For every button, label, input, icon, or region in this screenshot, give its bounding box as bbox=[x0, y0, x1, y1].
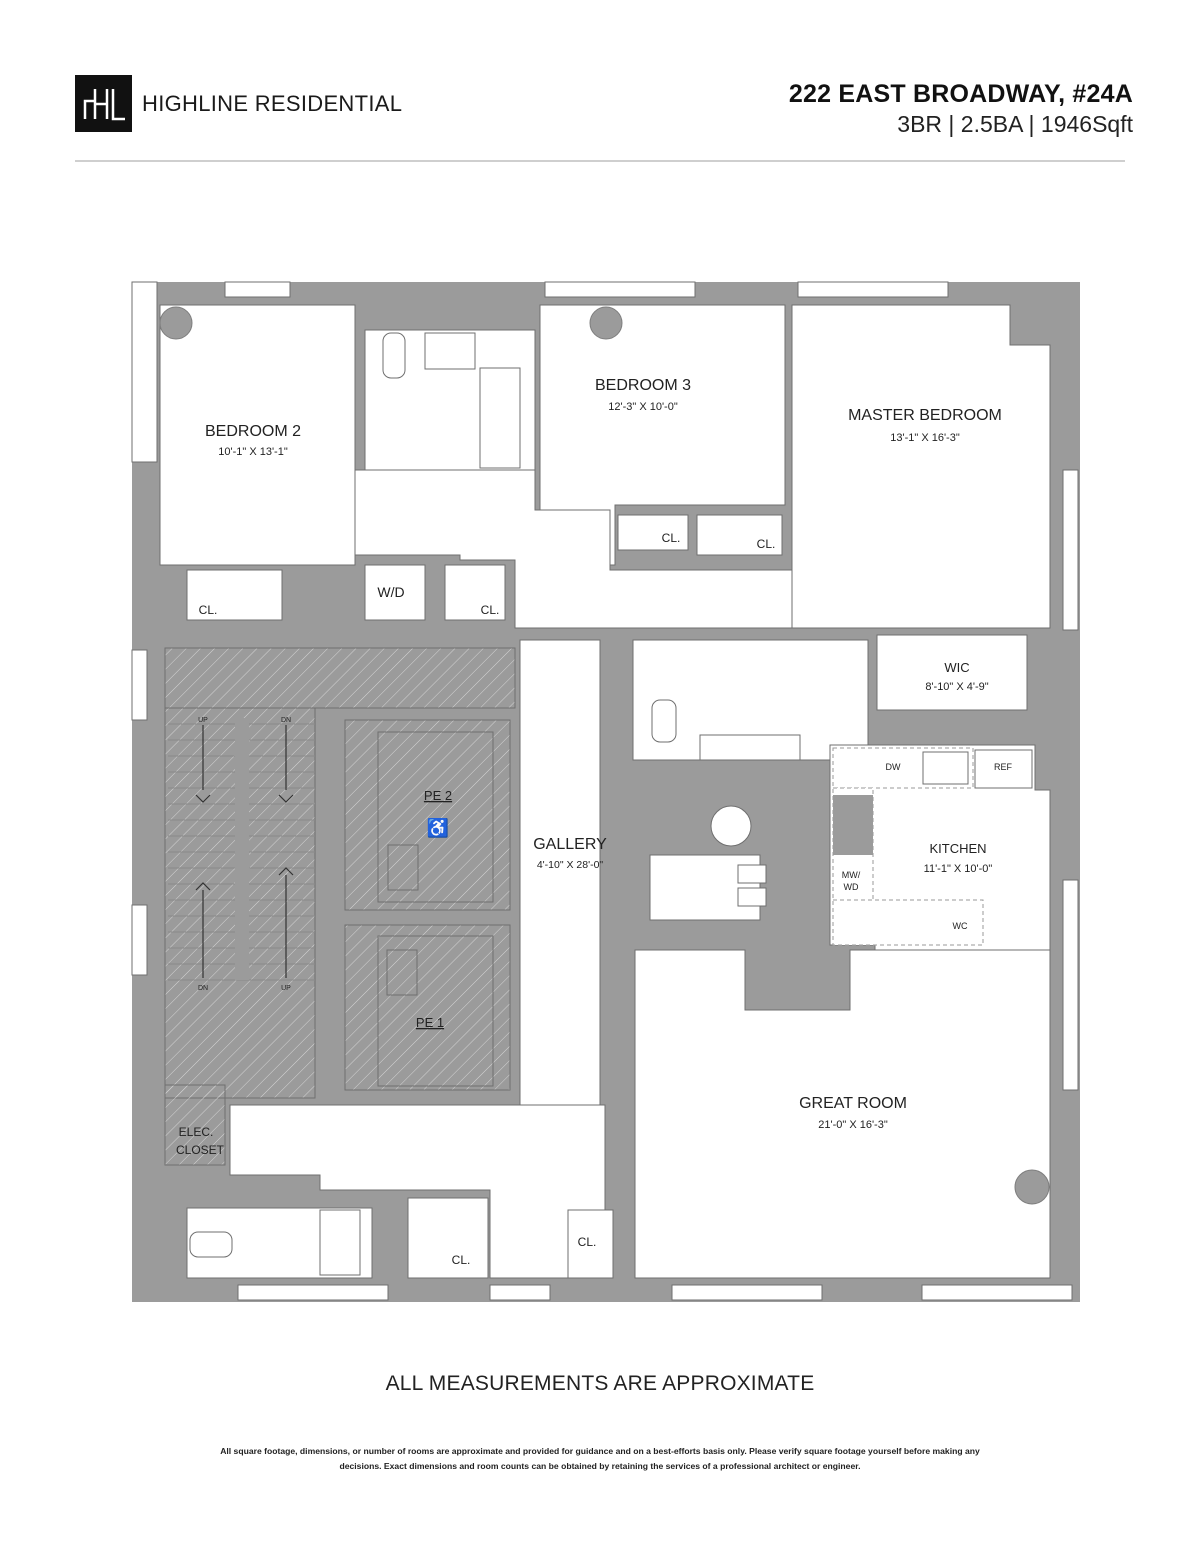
refrigerator bbox=[974, 749, 1033, 789]
walk-in-closet bbox=[876, 634, 1028, 711]
label-pe1: PE 1 bbox=[416, 1015, 444, 1030]
closet-corridor bbox=[444, 564, 506, 621]
label-great-room: GREAT ROOM bbox=[799, 1095, 907, 1112]
logo-mark bbox=[75, 75, 132, 132]
dims-master-bedroom: 13'-1" X 16'-3" bbox=[890, 432, 960, 444]
electrical-closet bbox=[164, 1084, 226, 1166]
dims-kitchen: 11'-1" X 10'-0" bbox=[924, 863, 993, 875]
label-wd: W/D bbox=[377, 584, 404, 600]
stair-divider bbox=[235, 718, 249, 980]
label-elec-closet-2: CLOSET bbox=[176, 1143, 225, 1157]
wheelchair-accessible-icon: ♿ bbox=[427, 817, 449, 838]
stair-arrows bbox=[195, 725, 294, 978]
label-closet-corridor: CL. bbox=[481, 603, 500, 617]
listing-summary: 3BR | 2.5BA | 1946Sqft bbox=[897, 111, 1133, 137]
closet-bedroom-3 bbox=[617, 514, 689, 551]
label-bedroom-3: BEDROOM 3 bbox=[595, 377, 691, 394]
entry-corridor bbox=[229, 1104, 606, 1279]
washer-dryer-closet bbox=[364, 564, 426, 621]
elevator-pe1 bbox=[344, 924, 511, 1091]
label-stair-up-2: UP bbox=[281, 985, 291, 992]
label-mw-wd-2: WD bbox=[844, 882, 859, 892]
label-wine-cooler: WC bbox=[953, 921, 968, 931]
label-closet-entry: CL. bbox=[452, 1253, 471, 1267]
label-stair-down: DN bbox=[281, 717, 291, 724]
label-bedroom-2: BEDROOM 2 bbox=[205, 423, 301, 440]
label-elec-closet-1: ELEC. bbox=[179, 1125, 214, 1139]
closet-great-room bbox=[567, 1209, 614, 1279]
label-closet-master: CL. bbox=[757, 537, 776, 551]
listing-address: 222 EAST BROADWAY, #24A bbox=[788, 80, 1133, 108]
label-closet-great-room: CL. bbox=[578, 1235, 597, 1249]
elevator-cabs bbox=[377, 731, 494, 1087]
cooktop bbox=[833, 795, 873, 855]
dims-wic: 8'-10" X 4'-9" bbox=[925, 681, 988, 693]
label-dishwasher: DW bbox=[886, 762, 901, 772]
room-great-room bbox=[634, 949, 1051, 1279]
label-closet-b3: CL. bbox=[662, 531, 681, 545]
header-divider bbox=[75, 160, 1125, 162]
dims-bedroom-2: 10'-1" X 13'-1" bbox=[218, 446, 288, 458]
kitchen-sink bbox=[922, 751, 969, 785]
dims-gallery: 4'-10" X 28'-0" bbox=[537, 859, 604, 871]
label-gallery: GALLERY bbox=[533, 836, 607, 853]
elevator-pe2 bbox=[344, 719, 511, 911]
legal-disclaimer: All square footage, dimensions, or numbe… bbox=[100, 1444, 1100, 1474]
dims-bedroom-3: 12'-3" X 10'-0" bbox=[608, 401, 678, 413]
bedroom-corridor bbox=[354, 469, 793, 629]
listing-header: 222 EAST BROADWAY, #24A 3BR | 2.5BA | 19… bbox=[789, 80, 1133, 138]
label-wic: WIC bbox=[944, 660, 969, 675]
closet-master-hall bbox=[696, 514, 783, 556]
closet-entry bbox=[407, 1197, 489, 1279]
room-master-bedroom bbox=[791, 304, 1051, 629]
disclaimer-line-2: decisions. Exact dimensions and room cou… bbox=[339, 1461, 861, 1471]
label-closet-b2: CL. bbox=[199, 603, 218, 617]
label-stair-down-2: DN bbox=[198, 985, 208, 992]
label-mw-wd-1: MW/ bbox=[842, 870, 861, 880]
brand-name: HIGHLINE RESIDENTIAL bbox=[142, 90, 403, 116]
label-kitchen: KITCHEN bbox=[929, 841, 986, 856]
dims-great-room: 21'-0" X 16'-3" bbox=[818, 1119, 888, 1131]
stair-landing-top bbox=[164, 647, 516, 709]
brand-logo: HIGHLINE RESIDENTIAL bbox=[75, 75, 402, 132]
label-refrigerator: REF bbox=[994, 762, 1013, 772]
closet-bedroom-2 bbox=[186, 569, 283, 621]
label-master-bedroom: MASTER BEDROOM bbox=[848, 407, 1002, 424]
bath-fixtures bbox=[189, 332, 801, 1276]
measurements-disclaimer-title: ALL MEASUREMENTS ARE APPROXIMATE bbox=[385, 1372, 815, 1395]
disclaimer-line-1: All square footage, dimensions, or numbe… bbox=[220, 1446, 980, 1456]
label-pe2: PE 2 bbox=[424, 788, 452, 803]
label-stair-up: UP bbox=[198, 717, 208, 724]
structural-columns bbox=[159, 306, 1050, 1205]
windows bbox=[131, 281, 1079, 1301]
room-bedroom-2 bbox=[159, 304, 356, 566]
hl-monogram-icon bbox=[83, 89, 125, 121]
